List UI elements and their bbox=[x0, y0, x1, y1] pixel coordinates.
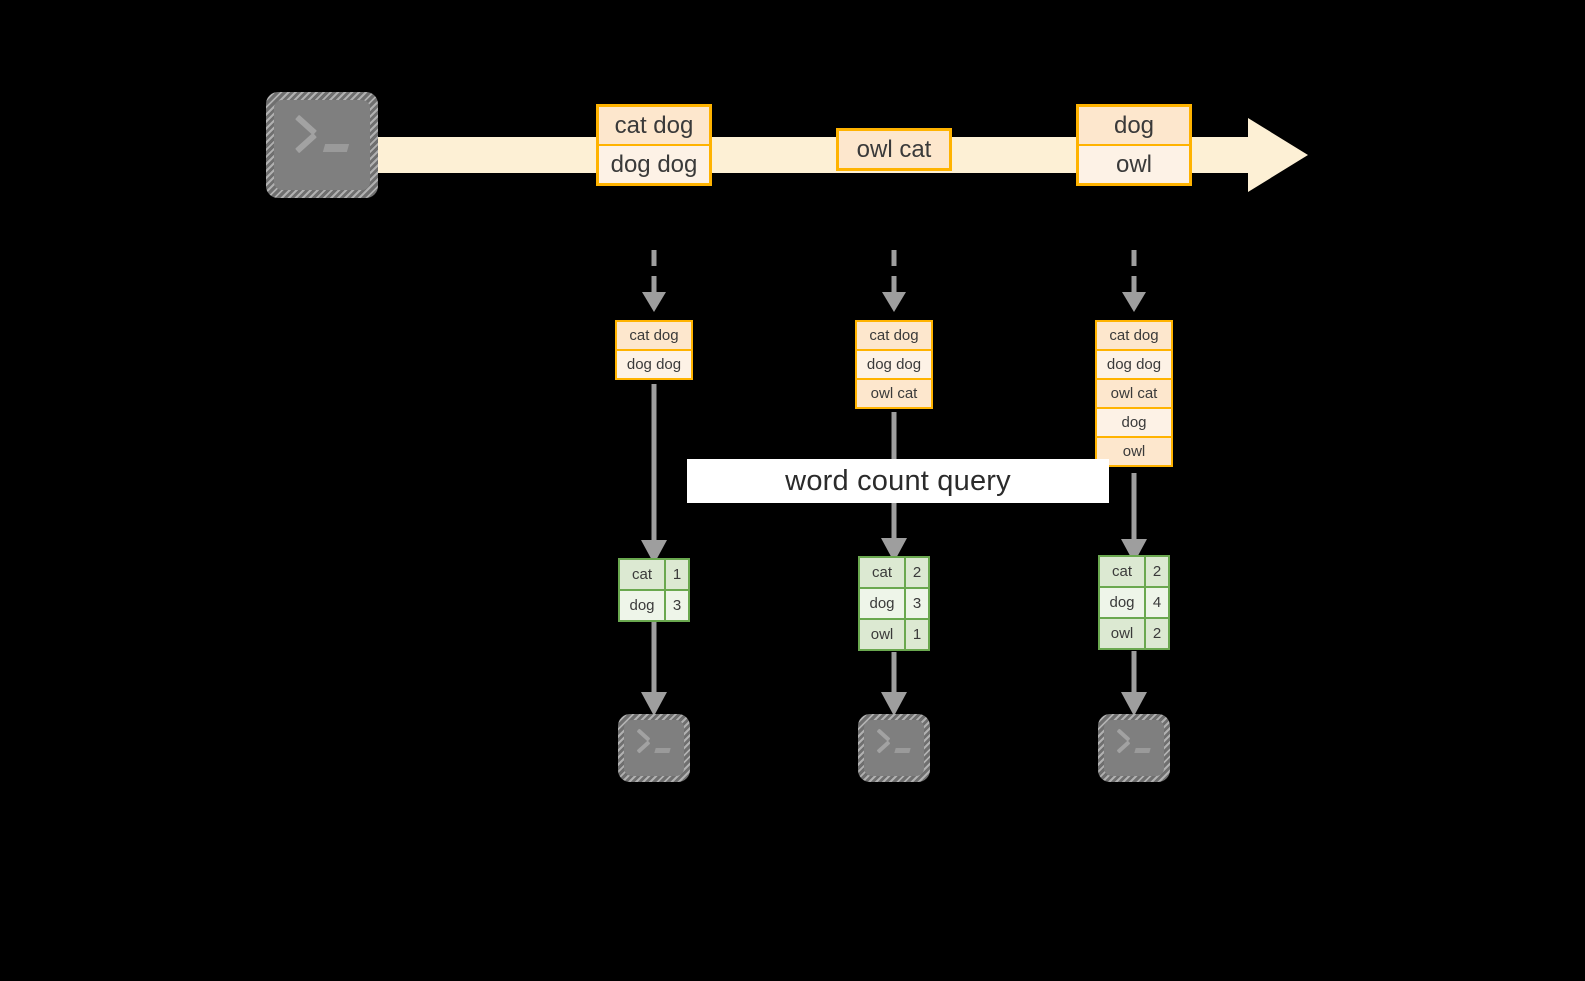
result-word: owl bbox=[860, 620, 904, 649]
stage-input-line: owl bbox=[1097, 438, 1171, 465]
query-connector-stage-3 bbox=[1121, 473, 1147, 563]
terminal-prompt-chevron-lower bbox=[1116, 740, 1131, 754]
terminal-prompt-chevron-lower bbox=[876, 740, 891, 754]
terminal-cursor-icon bbox=[1134, 748, 1151, 753]
stage-input-line: cat dog bbox=[857, 322, 931, 349]
result-word: cat bbox=[620, 560, 664, 589]
result-word: dog bbox=[1100, 588, 1144, 617]
stage-input-line: cat dog bbox=[617, 322, 691, 349]
stream-record-line: dog bbox=[1079, 107, 1189, 144]
source-terminal-icon[interactable] bbox=[266, 92, 378, 198]
terminal-prompt-chevron-upper bbox=[636, 728, 651, 742]
sink-connector-stage-2 bbox=[881, 652, 907, 716]
table-row: cat 1 bbox=[620, 560, 688, 589]
result-count: 2 bbox=[906, 558, 928, 587]
result-count: 4 bbox=[1146, 588, 1168, 617]
terminal-screen bbox=[864, 720, 924, 776]
terminal-prompt-chevron-upper bbox=[876, 728, 891, 742]
sink-connector-stage-1 bbox=[641, 622, 667, 716]
result-count: 3 bbox=[906, 589, 928, 618]
stage-input-line: dog dog bbox=[1097, 351, 1171, 378]
table-row: dog 3 bbox=[620, 591, 688, 620]
terminal-prompt-chevron-upper bbox=[1116, 728, 1131, 742]
result-word: cat bbox=[860, 558, 904, 587]
query-connector-stage-1 bbox=[641, 384, 667, 564]
terminal-screen bbox=[624, 720, 684, 776]
stage-1-result-table[interactable]: cat 1 dog 3 bbox=[618, 558, 690, 622]
stage-1-input-box[interactable]: cat dog dog dog bbox=[615, 320, 693, 380]
table-row: dog 4 bbox=[1100, 588, 1168, 617]
stage-3-result-table[interactable]: cat 2 dog 4 owl 2 bbox=[1098, 555, 1170, 650]
query-label: word count query bbox=[687, 459, 1109, 503]
result-count: 1 bbox=[906, 620, 928, 649]
table-row: cat 2 bbox=[860, 558, 928, 587]
result-word: dog bbox=[620, 591, 664, 620]
terminal-screen bbox=[1104, 720, 1164, 776]
stage-2-result-table[interactable]: cat 2 dog 3 owl 1 bbox=[858, 556, 930, 651]
terminal-prompt-chevron-lower bbox=[636, 740, 651, 754]
terminal-screen bbox=[274, 100, 370, 190]
terminal-cursor-icon bbox=[654, 748, 671, 753]
stream-record-batch-2[interactable]: owl cat bbox=[836, 128, 952, 171]
terminal-prompt-chevron-upper bbox=[295, 114, 317, 136]
result-count: 2 bbox=[1146, 557, 1168, 586]
stream-record-batch-1[interactable]: cat dog dog dog bbox=[596, 104, 712, 186]
stage-input-line: owl cat bbox=[1097, 380, 1171, 407]
result-count: 1 bbox=[666, 560, 688, 589]
dashed-connector-stage-3 bbox=[1122, 250, 1146, 312]
stage-input-line: dog bbox=[1097, 409, 1171, 436]
result-word: cat bbox=[1100, 557, 1144, 586]
terminal-cursor-icon bbox=[894, 748, 911, 753]
sink-connector-stage-3 bbox=[1121, 651, 1147, 716]
table-row: cat 2 bbox=[1100, 557, 1168, 586]
table-row: owl 1 bbox=[860, 620, 928, 649]
result-word: dog bbox=[860, 589, 904, 618]
stage-input-line: owl cat bbox=[857, 380, 931, 407]
table-row: dog 3 bbox=[860, 589, 928, 618]
stream-record-line: cat dog bbox=[599, 107, 709, 144]
dashed-connector-stage-2 bbox=[882, 250, 906, 312]
query-label-text: word count query bbox=[785, 464, 1011, 497]
stage-input-line: dog dog bbox=[617, 351, 691, 378]
stream-record-line: owl bbox=[1079, 146, 1189, 183]
stage-2-input-box[interactable]: cat dog dog dog owl cat bbox=[855, 320, 933, 409]
stage-3-input-box[interactable]: cat dog dog dog owl cat dog owl bbox=[1095, 320, 1173, 467]
stage-3-sink-terminal-icon[interactable] bbox=[1098, 714, 1170, 782]
result-count: 3 bbox=[666, 591, 688, 620]
stream-record-line: dog dog bbox=[599, 146, 709, 183]
stage-1-sink-terminal-icon[interactable] bbox=[618, 714, 690, 782]
dashed-connector-stage-1 bbox=[642, 250, 666, 312]
result-word: owl bbox=[1100, 619, 1144, 648]
terminal-prompt-chevron-lower bbox=[295, 132, 317, 154]
terminal-cursor-icon bbox=[322, 144, 350, 152]
table-row: owl 2 bbox=[1100, 619, 1168, 648]
stage-input-line: dog dog bbox=[857, 351, 931, 378]
stage-input-line: cat dog bbox=[1097, 322, 1171, 349]
result-count: 2 bbox=[1146, 619, 1168, 648]
stream-record-line: owl cat bbox=[839, 131, 949, 168]
stream-record-batch-3[interactable]: dog owl bbox=[1076, 104, 1192, 186]
stage-2-sink-terminal-icon[interactable] bbox=[858, 714, 930, 782]
